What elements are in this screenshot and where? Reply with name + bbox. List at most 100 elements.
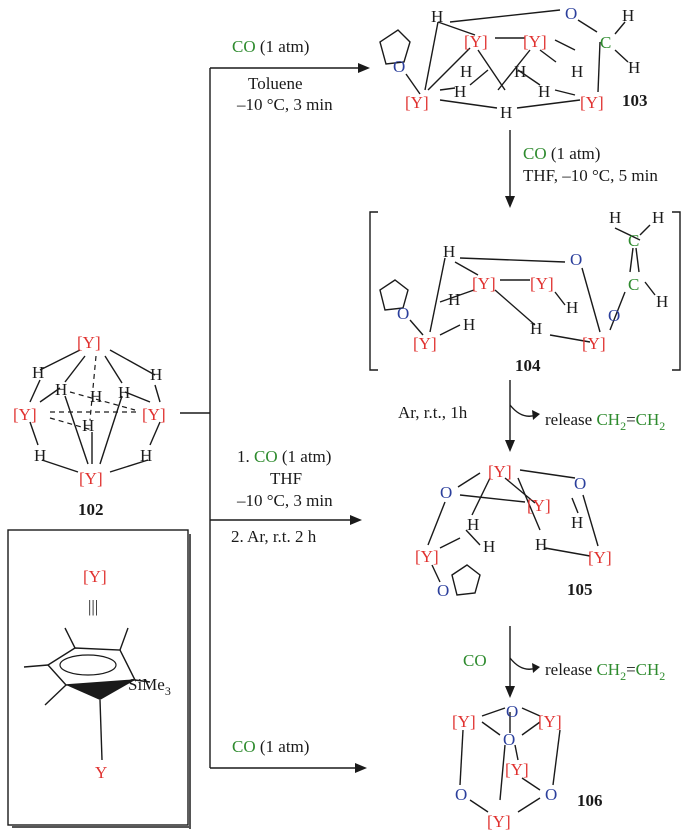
h-atom: H [454,82,466,101]
y-atom: [Y] [415,547,439,566]
y-atom: [Y] [505,760,529,779]
release-ethylene: release CH2=CH2 [545,660,665,683]
condition-solvent-temp: THF, –10 °C, 5 min [523,166,658,185]
compound-103: H O H [Y] [Y] C H O H H H H H [Y] [Y] H … [379,4,648,122]
h-atom: H [652,208,664,227]
y-atom: [Y] [538,712,562,731]
compound-106: O [Y] [Y] O [Y] O O [Y] 106 [452,702,603,831]
h-atom: H [443,242,455,261]
conditions-102-to-106: CO (1 atm) [232,737,309,756]
c-atom: C [628,275,639,294]
y-atom: [Y] [452,712,476,731]
h-atom: H [463,315,475,334]
h-atom: H [656,292,668,311]
c-atom: C [628,231,639,250]
o-atom: O [437,581,449,600]
compound-102: [Y] H H H H H [Y] [Y] H H H [Y] 102 [13,333,166,519]
o-atom: O [608,306,620,325]
condition-step2: 2. Ar, r.t. 2 h [231,527,317,546]
condition-solvent: Toluene [248,74,303,93]
h-atom: H [467,515,479,534]
h-atom: H [90,387,102,406]
h-atom: H [500,103,512,122]
y-atom: [Y] [582,334,606,353]
condition-co: CO [463,651,487,670]
y-atom: [Y] [580,93,604,112]
conditions-to-103: CO (1 atm) Toluene –10 °C, 3 min [232,37,333,114]
h-atom: H [622,6,634,25]
h-atom: H [460,62,472,81]
o-atom: O [506,702,518,721]
o-atom: O [440,483,452,502]
o-atom: O [503,730,515,749]
h-atom: H [566,298,578,317]
compound-104: H H C H O [Y] [Y] C H H H O O H H [Y] [Y… [369,208,681,375]
conditions-105-to-106: CO release CH2=CH2 [463,651,665,683]
condition-temp-time: –10 °C, 3 min [236,491,333,510]
y-atom: [Y] [405,93,429,112]
y-atom: [Y] [527,496,551,515]
condition-temp-time: –10 °C, 3 min [236,95,333,114]
conditions-104-to-105: Ar, r.t., 1h release CH2=CH2 [398,403,665,433]
ligand-legend: [Y] ||| SiMe3 Y [7,529,191,829]
compound-label-103: 103 [622,91,648,110]
o-atom: O [570,250,582,269]
condition-co-atm: CO (1 atm) [523,144,600,163]
y-atom: [Y] [523,32,547,51]
compound-label-105: 105 [567,580,593,599]
h-atom: H [150,365,162,384]
y-atom: [Y] [588,548,612,567]
h-atom: H [514,62,526,81]
h-atom: H [34,446,46,465]
h-atom: H [571,513,583,532]
compound-label-102: 102 [78,500,104,519]
h-atom: H [530,319,542,338]
h-atom: H [483,537,495,556]
h-atom: H [82,416,94,435]
compound-label-104: 104 [515,356,541,375]
h-atom: H [609,208,621,227]
h-atom: H [628,58,640,77]
h-atom: H [448,290,460,309]
y-atom: [Y] [472,274,496,293]
sime3-label: SiMe3 [128,675,171,698]
branch-lines [180,63,540,773]
o-atom: O [565,4,577,23]
condition-co-atm: CO (1 atm) [232,737,309,756]
h-atom: H [535,535,547,554]
o-atom: O [397,304,409,323]
y-atom: [Y] [79,469,103,488]
h-atom: H [118,383,130,402]
o-atom: O [393,57,405,76]
equivalence-symbol: ||| [88,597,98,616]
h-atom: H [55,380,67,399]
condition-step1: 1. CO (1 atm) [237,447,331,466]
y-atom: [Y] [142,405,166,424]
conditions-102-to-105: 1. CO (1 atm) THF –10 °C, 3 min 2. Ar, r… [231,447,333,546]
y-atom: [Y] [413,334,437,353]
y-metal-label: Y [95,763,107,782]
o-atom: O [455,785,467,804]
compound-105: [Y] O O [Y] H H H H [Y] [Y] O 105 [415,462,612,600]
y-atom: [Y] [13,405,37,424]
y-atom: [Y] [77,333,101,352]
h-atom: H [140,446,152,465]
conditions-to-104: CO (1 atm) THF, –10 °C, 5 min [523,144,658,185]
h-atom: H [32,363,44,382]
release-ethylene: release CH2=CH2 [545,410,665,433]
c-atom: C [600,33,611,52]
o-atom: O [545,785,557,804]
y-atom: [Y] [488,462,512,481]
o-atom: O [574,474,586,493]
condition-ar-rt: Ar, r.t., 1h [398,403,468,422]
condition-co-atm: CO (1 atm) [232,37,309,56]
h-atom: H [431,7,443,26]
y-atom: [Y] [83,567,107,586]
y-atom: [Y] [464,32,488,51]
condition-solvent: THF [270,469,302,488]
compound-label-106: 106 [577,791,603,810]
h-atom: H [538,82,550,101]
y-atom: [Y] [487,812,511,831]
h-atom: H [571,62,583,81]
